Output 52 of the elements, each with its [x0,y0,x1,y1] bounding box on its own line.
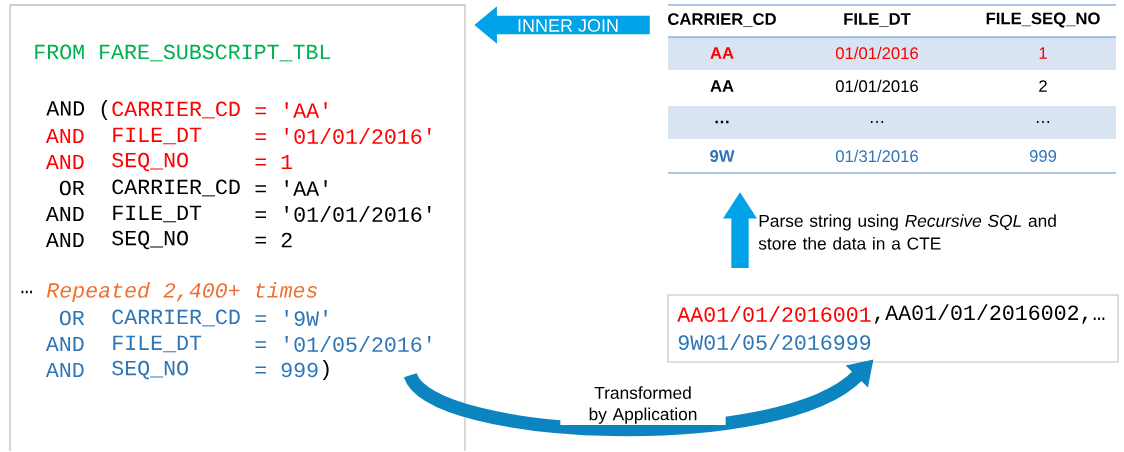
code-text: … [21,290,32,294]
table-cell: AA [710,47,734,59]
code-text: FILE_DT [113,127,202,145]
code-text: AND [45,362,84,378]
edge-label: Transformed by Application [560,384,726,426]
code-text: = 999 [255,362,318,378]
table-cell: … [715,120,729,124]
code-text: SEQ_NO [112,360,188,380]
code-text: = '01/01/2016' [255,206,431,222]
code-text: OR [59,180,85,196]
code-text: = '9W' [255,310,327,326]
edge-label: Parse string using Recursive SQL and store the data in a CTE [758,214,1056,250]
code-text: = 1 [255,154,293,170]
table-cell: 01/01/2016 [835,79,918,93]
string-text: 9W01/05/2016999 [678,334,871,350]
code-text: CARRIER_CD [112,101,240,119]
code-text: AND [45,206,84,222]
code-text: SEQ_NO [112,230,188,250]
code-text: FILE_DT [113,205,202,223]
code-text: CARRIER_CD [112,309,240,327]
code-text: Repeated 2,400+ times [46,281,317,303]
table-cell: 9W [710,150,735,162]
code-text: ) [322,359,329,381]
table-cell: 999 [1029,150,1057,162]
code-text: AND [45,154,84,170]
table-cell: … [1036,121,1050,123]
code-text: CARRIER_CD [112,179,240,197]
code-text: FROM FARE_SUBSCRIPT_TBL [35,44,330,62]
code-text: = 'AA' [255,180,327,196]
code-text: = 'AA' [255,102,327,118]
code-text: = '01/05/2016' [255,336,431,352]
table-cell: 1 [1039,47,1047,59]
table-cell: … [870,121,884,123]
edge-label: INNER JOIN [518,19,618,32]
table-cell: 01/01/2016 [835,46,918,60]
code-text: OR [59,310,85,326]
column-header: FILE_DT [844,13,911,27]
column-header: CARRIER_CD [668,13,776,27]
code-text: = '01/01/2016' [255,128,431,144]
code-text: AND [45,128,84,144]
code-text: SEQ_NO [112,152,188,172]
table-cell: 01/31/2016 [835,149,918,163]
code-text: AND ( [46,99,108,121]
code-text: AND [45,336,84,352]
column-header: FILE_SEQ_NO [986,12,1100,28]
code-text: FILE_DT [113,335,202,353]
table-cell: AA [710,80,734,92]
string-text: ,AA01/01/2016002,… [874,304,1105,324]
table-cell: 2 [1039,80,1047,92]
code-text: = 2 [255,232,292,248]
string-text: AA01/01/2016001 [677,306,871,322]
code-text: AND [45,232,84,248]
